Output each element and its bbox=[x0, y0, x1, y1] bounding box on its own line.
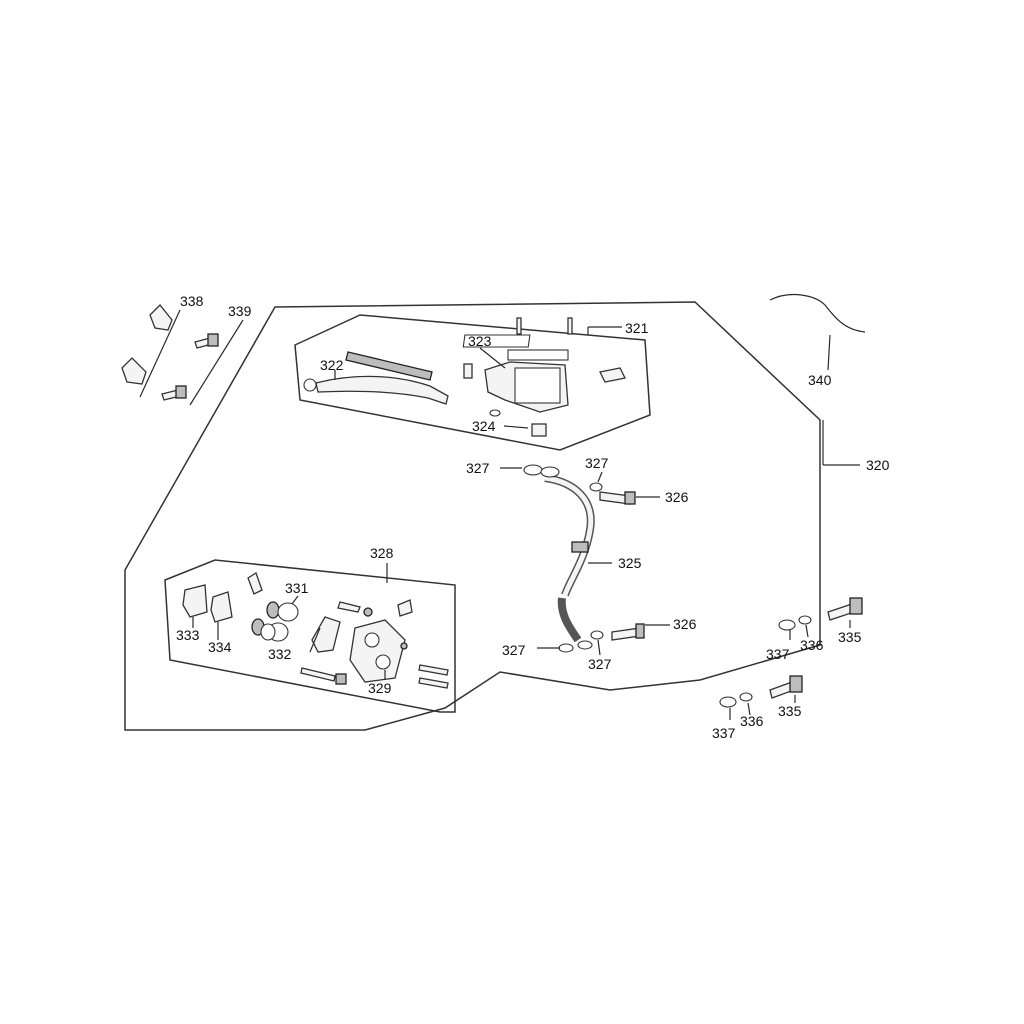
label-338: 338 bbox=[180, 293, 204, 309]
label-340: 340 bbox=[808, 372, 832, 388]
bolt-icon bbox=[599, 491, 645, 641]
label-328: 328 bbox=[370, 545, 394, 561]
label-327-bottom-left: 327 bbox=[502, 642, 526, 658]
assembly-frame-320 bbox=[124, 301, 821, 731]
label-337-bottom: 337 bbox=[712, 725, 736, 741]
leader-lines bbox=[139, 309, 860, 720]
washer-icon bbox=[719, 615, 812, 708]
label-327-top-right: 327 bbox=[585, 455, 609, 471]
label-325: 325 bbox=[618, 555, 642, 571]
caliper-piston-icon bbox=[251, 601, 299, 642]
brake-pad-icon bbox=[182, 584, 233, 623]
bolt-icon bbox=[161, 333, 219, 401]
label-337-top: 337 bbox=[766, 646, 790, 662]
label-324: 324 bbox=[472, 418, 496, 434]
caliper-icon bbox=[247, 572, 449, 689]
label-339: 339 bbox=[228, 303, 252, 319]
label-332: 332 bbox=[268, 646, 292, 662]
bolt-icon bbox=[769, 597, 863, 699]
label-329: 329 bbox=[368, 680, 392, 696]
label-322: 322 bbox=[320, 357, 344, 373]
label-336-bottom: 336 bbox=[740, 713, 764, 729]
brake-hose-icon bbox=[523, 464, 604, 653]
label-321: 321 bbox=[625, 320, 649, 336]
master-cylinder-icon bbox=[462, 317, 626, 437]
brake-lever-icon bbox=[303, 351, 449, 405]
label-327-bottom-right: 327 bbox=[588, 656, 612, 672]
label-335-bottom: 335 bbox=[778, 703, 802, 719]
master-cylinder-subframe bbox=[294, 314, 651, 451]
label-326-top: 326 bbox=[665, 489, 689, 505]
label-334: 334 bbox=[208, 639, 232, 655]
label-336-top: 336 bbox=[800, 637, 824, 653]
label-320: 320 bbox=[866, 457, 890, 473]
label-326-bottom: 326 bbox=[673, 616, 697, 632]
clamp-icon bbox=[121, 304, 173, 385]
wire-icon bbox=[769, 293, 866, 333]
label-323: 323 bbox=[468, 333, 492, 349]
label-335-top: 335 bbox=[838, 629, 862, 645]
label-333: 333 bbox=[176, 627, 200, 643]
caliper-subframe bbox=[164, 559, 456, 713]
part-labels: 338 339 321 323 322 340 324 320 327 327 … bbox=[176, 293, 890, 741]
label-327-top-left: 327 bbox=[466, 460, 490, 476]
label-331: 331 bbox=[285, 580, 309, 596]
